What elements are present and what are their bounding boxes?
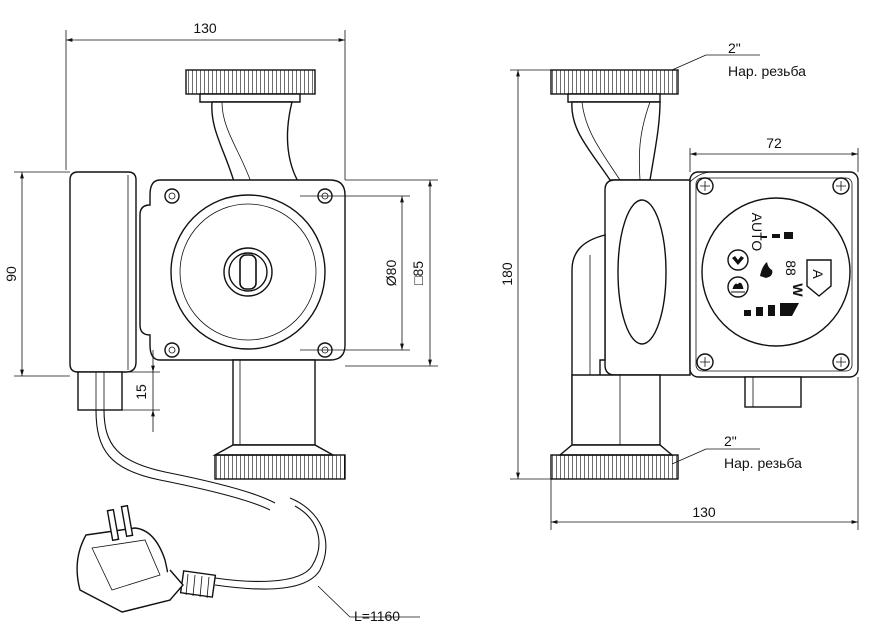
- dim-cable-gland: 15: [133, 384, 149, 400]
- cable-length-label: L=1160: [354, 608, 400, 624]
- control-panel-circle: [701, 197, 851, 347]
- thread-bottom-type: Нар. резьба: [724, 455, 802, 471]
- flame-icon: [760, 262, 773, 278]
- speed-level-bars: [744, 303, 799, 316]
- side-view: AUTO 88 W A: [499, 40, 859, 530]
- dim-side-width: 130: [692, 504, 716, 520]
- terminal-box-front: [69, 171, 137, 373]
- strain-relief: [179, 570, 217, 599]
- dim-side-height: 180: [499, 262, 515, 286]
- control-box-screws: [696, 177, 850, 371]
- svg-text:A: A: [810, 269, 826, 279]
- power-display: 88: [783, 260, 799, 276]
- top-nut-front: [185, 69, 316, 95]
- dim-control-box: 72: [766, 135, 782, 151]
- thread-top-size: 2": [728, 40, 741, 56]
- thread-bottom-size: 2": [724, 433, 737, 449]
- bottom-nut-front: [214, 454, 346, 480]
- dim-flange-square: □85: [410, 261, 426, 285]
- auto-label: AUTO: [749, 213, 765, 252]
- dim-front-width: 130: [193, 20, 217, 36]
- thread-top-type: Нар. резьба: [728, 63, 806, 79]
- heat-button-icon[interactable]: [727, 276, 749, 298]
- auto-mode-badge: A: [806, 259, 832, 297]
- power-unit: W: [790, 283, 806, 297]
- dim-rotor-diameter: Ø80: [383, 260, 399, 287]
- front-view: 130 90 Ø80 □85 15 L=1160: [3, 20, 438, 624]
- dim-front-height: 90: [3, 266, 19, 282]
- bottom-nut-side: [550, 454, 679, 480]
- mode-button-icon[interactable]: [727, 249, 749, 271]
- top-nut-side: [550, 69, 679, 95]
